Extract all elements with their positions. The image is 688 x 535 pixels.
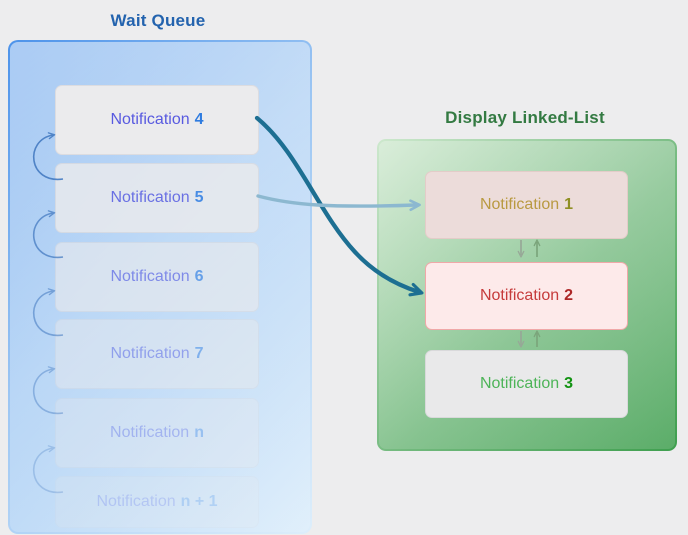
wait-queue-item-5: Notification 5 <box>55 163 259 233</box>
wait-queue-item-7: Notification 7 <box>55 319 259 389</box>
display-node-label: Notification <box>479 287 560 304</box>
wait-queue-item-label: Notification <box>110 424 190 441</box>
wait-queue-item-number: 5 <box>194 189 204 206</box>
wait-queue-item-label: Notification <box>110 111 190 128</box>
wait-queue-item-number: 7 <box>194 345 204 362</box>
display-node-number: 3 <box>564 375 574 392</box>
display-node-3: Notification 3 <box>425 350 628 418</box>
display-node-label: Notification <box>479 375 560 392</box>
display-node-number: 2 <box>564 287 574 304</box>
wait-queue-title: Wait Queue <box>110 11 206 30</box>
display-node-number: 1 <box>564 196 574 213</box>
wait-queue-item-number: 6 <box>194 268 204 285</box>
wait-queue-item-number: n + 1 <box>180 493 218 510</box>
display-node-2: Notification 2 <box>425 262 628 330</box>
wait-queue-item-label: Notification <box>96 493 176 510</box>
wait-queue-item-n-plus-1: Notification n + 1 <box>55 476 259 528</box>
display-linked-list-title: Display Linked-List <box>445 108 605 127</box>
display-node-label: Notification <box>479 196 560 213</box>
wait-queue-item-number: 4 <box>194 111 204 128</box>
wait-queue-item-6: Notification 6 <box>55 242 259 312</box>
wait-queue-item-label: Notification <box>110 268 190 285</box>
wait-queue-item-n: Notification n <box>55 398 259 468</box>
wait-queue-item-4: Notification 4 <box>55 85 259 155</box>
wait-queue-item-label: Notification <box>110 345 190 362</box>
wait-queue-item-number: n <box>194 424 204 441</box>
wait-queue-item-label: Notification <box>110 189 190 206</box>
display-node-1: Notification 1 <box>425 171 628 239</box>
